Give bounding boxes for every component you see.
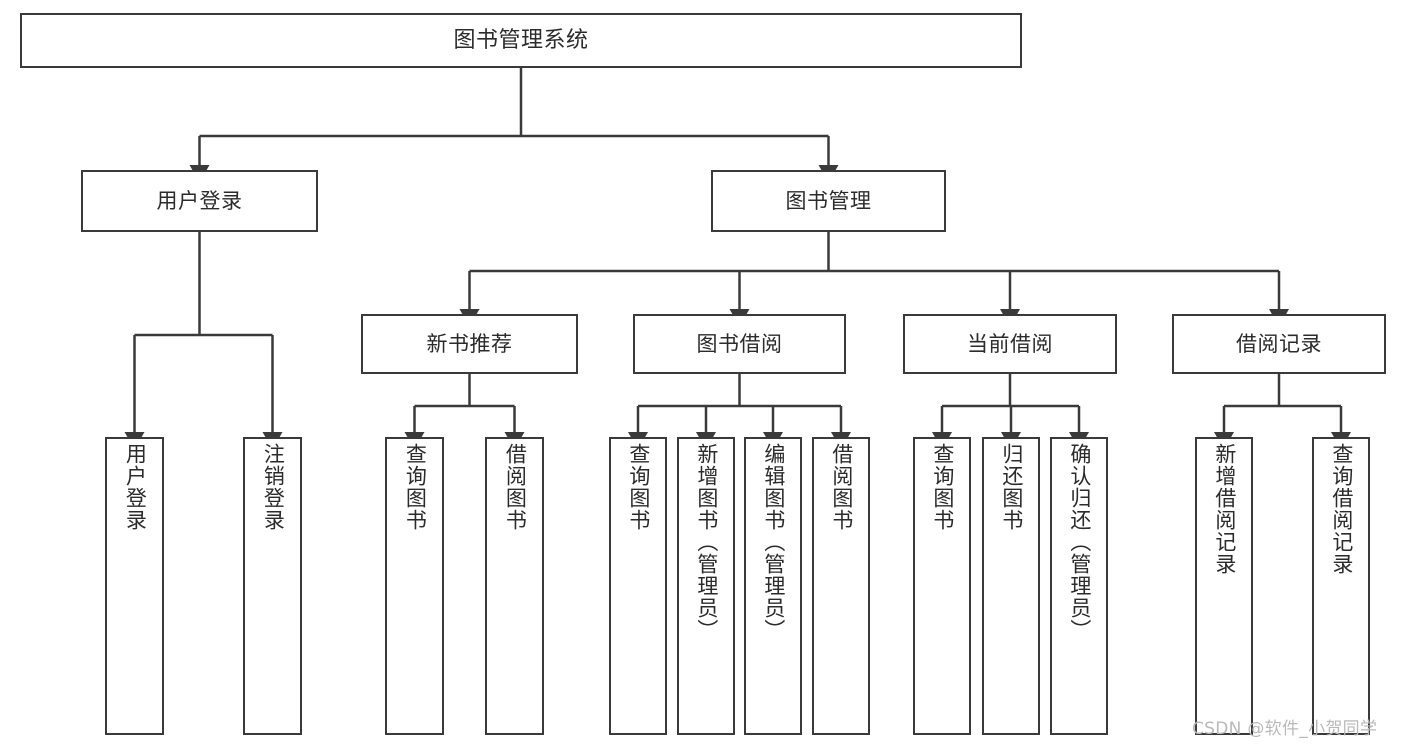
node-lf-4[interactable]: 查询图书	[609, 437, 667, 735]
node-label: 查询借阅记录	[1329, 443, 1354, 575]
node-lf-5[interactable]: 新增图书（管理员）	[677, 437, 735, 735]
node-lf-0[interactable]: 用户登录	[105, 437, 164, 735]
node-label: 借阅图书	[829, 443, 854, 531]
node-lf-1[interactable]: 注销登录	[243, 437, 302, 735]
node-lf-7[interactable]: 借阅图书	[812, 437, 870, 735]
node-label: 归还图书	[999, 443, 1024, 531]
node-label: 新增图书（管理员）	[694, 443, 719, 641]
node-label: 新书推荐	[426, 331, 513, 356]
node-l2-1[interactable]: 图书借阅	[633, 314, 846, 374]
node-lf-2[interactable]: 查询图书	[385, 437, 444, 735]
node-l2-0[interactable]: 新书推荐	[361, 314, 578, 374]
node-label: 确认归还（管理员）	[1067, 443, 1092, 641]
node-lf-12[interactable]: 查询借阅记录	[1312, 437, 1370, 735]
node-label: 用户登录	[123, 443, 148, 531]
node-label: 图书借阅	[696, 331, 783, 356]
node-lf-3[interactable]: 借阅图书	[485, 437, 544, 735]
node-label: 用户登录	[156, 188, 243, 213]
node-label: 查询图书	[626, 443, 651, 531]
node-l1-0[interactable]: 用户登录	[81, 170, 318, 232]
node-lf-9[interactable]: 归还图书	[982, 437, 1040, 735]
node-l1-1[interactable]: 图书管理	[711, 170, 946, 232]
csdn-watermark: CSDN @软件_小贺同学	[1192, 719, 1378, 739]
node-label: 当前借阅	[967, 331, 1053, 356]
node-lf-10[interactable]: 确认归还（管理员）	[1050, 437, 1108, 735]
node-label: 图书管理系统	[453, 27, 589, 53]
node-label: 新增借阅记录	[1212, 443, 1237, 575]
node-label: 注销登录	[261, 443, 286, 531]
node-l2-3[interactable]: 借阅记录	[1172, 314, 1386, 374]
node-lf-8[interactable]: 查询图书	[913, 437, 971, 735]
node-label: 编辑图书（管理员）	[761, 443, 786, 641]
node-l2-2[interactable]: 当前借阅	[903, 314, 1117, 374]
node-lf-11[interactable]: 新增借阅记录	[1195, 437, 1253, 735]
node-lf-6[interactable]: 编辑图书（管理员）	[744, 437, 802, 735]
node-label: 借阅记录	[1236, 331, 1322, 356]
node-label: 查询图书	[403, 443, 428, 531]
node-label: 图书管理	[785, 188, 872, 213]
node-root[interactable]: 图书管理系统	[20, 13, 1022, 68]
node-label: 借阅图书	[503, 443, 528, 531]
node-label: 查询图书	[930, 443, 955, 531]
edges-group	[124, 68, 1351, 450]
